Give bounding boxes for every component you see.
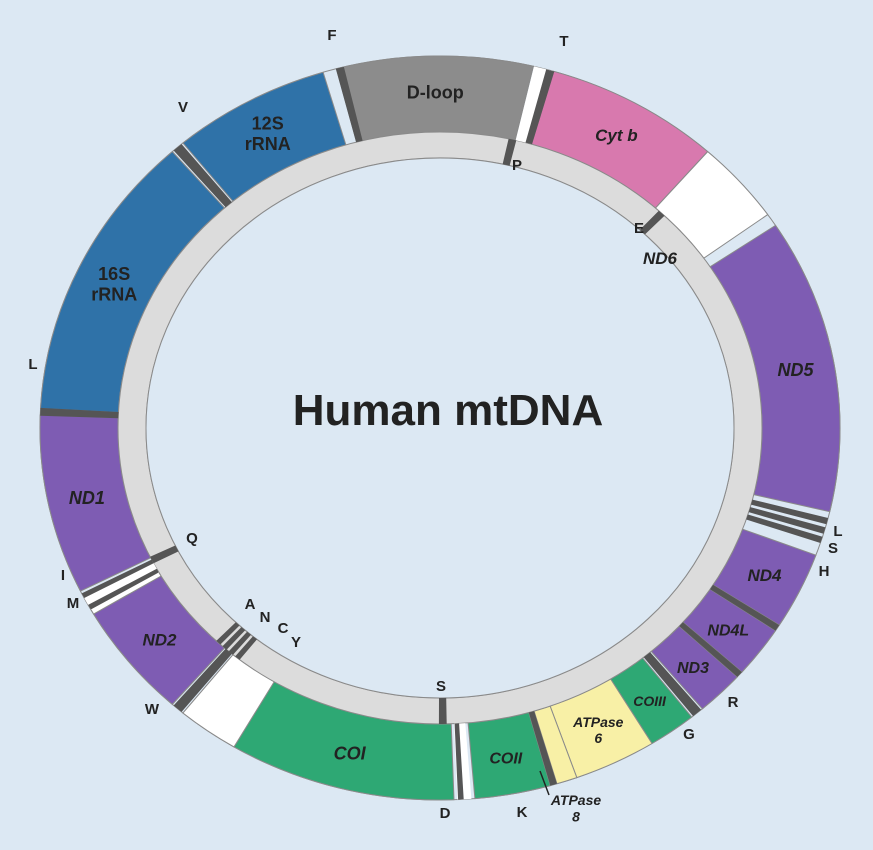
outer-marker-5 bbox=[746, 514, 823, 543]
outer-gene-ring bbox=[39, 55, 841, 801]
trna-label-2: P bbox=[512, 157, 522, 174]
inner-marker-3 bbox=[235, 636, 257, 660]
gene-label-line: ND4 bbox=[747, 566, 782, 585]
inner-marker-4 bbox=[228, 631, 251, 655]
outer-marker-11 bbox=[454, 723, 464, 800]
gene-label-line: Cyt b bbox=[595, 126, 638, 145]
trna-label-7: R bbox=[728, 694, 739, 711]
outer-marker-14 bbox=[88, 568, 159, 610]
gene-label-line: ND6 bbox=[643, 249, 678, 268]
gene-label-coiii: COIII bbox=[633, 693, 667, 709]
gene-label-line: 8 bbox=[572, 808, 580, 824]
trna-label-5: S bbox=[828, 540, 838, 557]
trna-label-18: I bbox=[61, 567, 65, 584]
trna-label-6: H bbox=[819, 563, 830, 580]
outer-marker-6 bbox=[710, 584, 780, 631]
outer-marker-9 bbox=[528, 711, 557, 786]
gene-label-nd3: ND3 bbox=[677, 660, 709, 677]
gene-label-nd1: ND1 bbox=[69, 488, 105, 508]
outer-marker-13 bbox=[82, 561, 160, 610]
gene-label-line: rRNA bbox=[245, 134, 291, 154]
gene-label-line: COI bbox=[334, 743, 367, 763]
inner-marker-5 bbox=[222, 627, 246, 650]
atpase8-pointer bbox=[539, 770, 550, 796]
gene-label-nd2: ND2 bbox=[142, 630, 177, 649]
inner-marker-2 bbox=[438, 697, 447, 724]
trna-label-16: Y bbox=[291, 634, 301, 651]
gene-label-nd5: ND5 bbox=[777, 360, 814, 380]
gene-label-line: ND1 bbox=[69, 488, 105, 508]
gene-label-line: ND2 bbox=[142, 630, 177, 649]
outer-marker-8 bbox=[643, 652, 702, 717]
trna-label-8: G bbox=[683, 726, 695, 743]
outer-marker-12 bbox=[173, 648, 232, 712]
inner-marker-0 bbox=[502, 138, 517, 166]
trna-markers bbox=[40, 66, 829, 800]
inner-marker-1 bbox=[639, 210, 665, 235]
trna-label-19: Q bbox=[186, 530, 198, 547]
outer-marker-7 bbox=[679, 622, 742, 677]
gene-label-line: COII bbox=[489, 751, 522, 768]
gene-label-line: D-loop bbox=[407, 83, 464, 103]
gene-label-cyt-b: Cyt b bbox=[595, 126, 638, 145]
trna-label-4: L bbox=[833, 523, 842, 540]
trna-label-15: C bbox=[278, 620, 289, 637]
gene-label-line: 6 bbox=[594, 730, 602, 746]
gene-label-coi: COI bbox=[334, 743, 367, 763]
diagram-title: Human mtDNA bbox=[293, 386, 603, 435]
trna-label-1: T bbox=[559, 33, 568, 50]
gene-label-nd4l: ND4L bbox=[707, 623, 749, 640]
gene-label-line: COIII bbox=[633, 693, 667, 709]
gene-label-nd4: ND4 bbox=[747, 566, 782, 585]
gene-label-line: 16S bbox=[98, 264, 130, 284]
outer-marker-4 bbox=[748, 507, 826, 534]
outer-marker-2 bbox=[525, 69, 555, 145]
outer-marker-17 bbox=[173, 144, 232, 208]
gene-label-d-loop: D-loop bbox=[407, 83, 464, 103]
gene-label-line: ATPase bbox=[572, 714, 624, 730]
inner-marker-6 bbox=[216, 622, 240, 645]
trna-label-17: M bbox=[67, 595, 80, 612]
outer-marker-15 bbox=[81, 559, 154, 598]
gene-label-line: 12S bbox=[252, 113, 284, 133]
outer-marker-3 bbox=[751, 499, 829, 525]
trna-label-0: F bbox=[327, 27, 336, 44]
gene-label-line: ND4L bbox=[707, 623, 749, 640]
gene-label-nd6: ND6 bbox=[643, 249, 678, 268]
gene-label-line: ATPase bbox=[550, 792, 602, 808]
gene-label-line: rRNA bbox=[91, 285, 137, 305]
trna-label-9: K bbox=[517, 804, 528, 821]
trna-label-21: V bbox=[178, 99, 188, 116]
inner-marker-7 bbox=[150, 545, 179, 564]
gene-label-line: ND3 bbox=[677, 660, 709, 677]
trna-label-20: L bbox=[28, 356, 37, 373]
trna-label-12: W bbox=[145, 701, 160, 718]
gene-label-coii: COII bbox=[489, 751, 522, 768]
trna-label-14: N bbox=[260, 609, 271, 626]
outer-marker-0 bbox=[335, 66, 363, 143]
trna-label-3: E bbox=[634, 220, 644, 237]
trna-label-11: S bbox=[436, 678, 446, 695]
gene-label-line: ND5 bbox=[777, 360, 814, 380]
outer-marker-16 bbox=[40, 407, 119, 419]
trna-label-13: A bbox=[245, 596, 256, 613]
trna-label-10: D bbox=[440, 805, 451, 822]
